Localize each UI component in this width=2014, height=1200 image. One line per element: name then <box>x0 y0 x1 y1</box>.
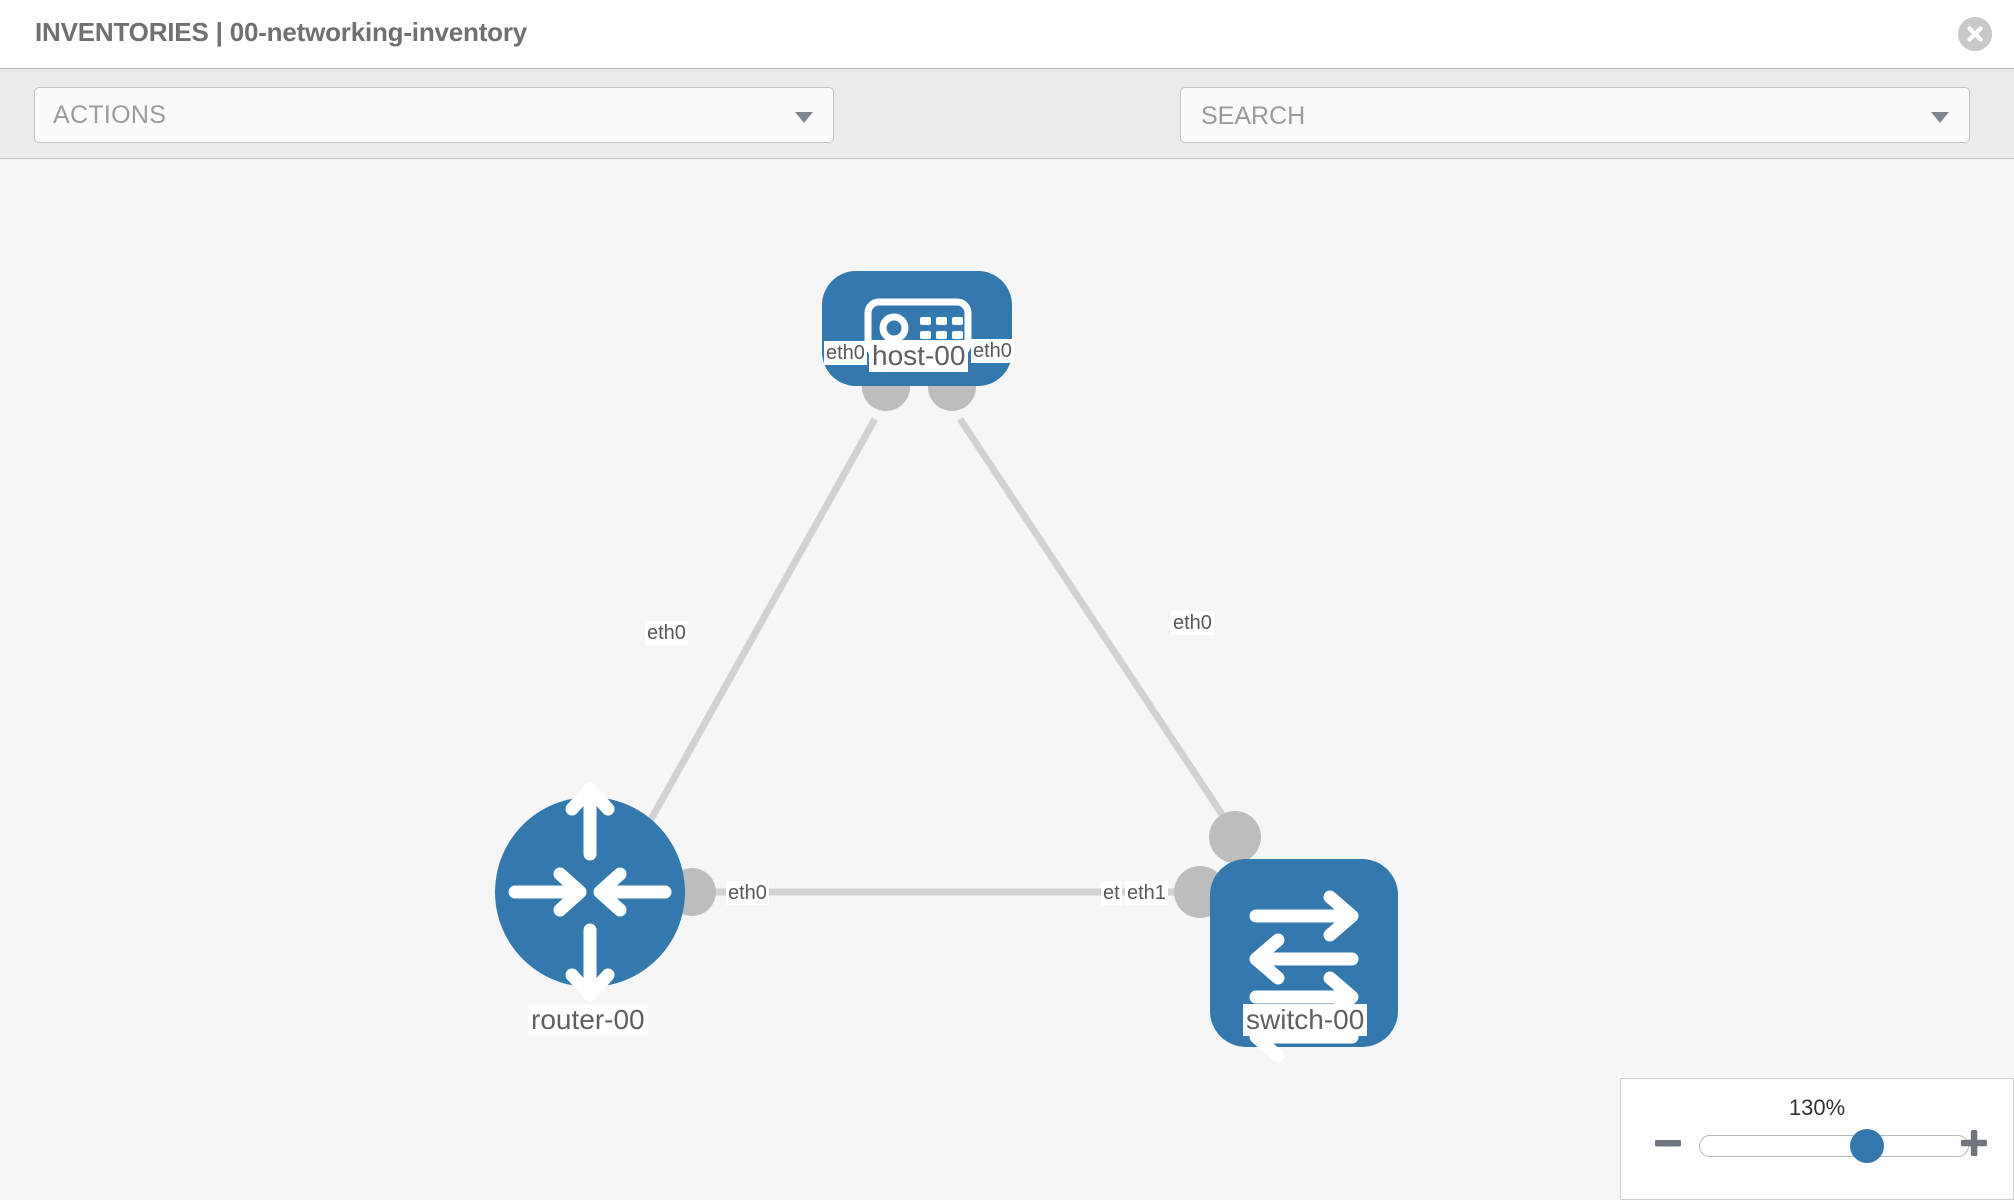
node-label-router: router-00 <box>528 1004 648 1036</box>
search-box[interactable] <box>1180 87 1970 143</box>
node-router-00[interactable] <box>495 782 685 1002</box>
connector-switch-top <box>1209 811 1261 863</box>
topology-connectors <box>668 363 1261 918</box>
iface-label: eth1 <box>1125 881 1168 905</box>
plus-icon[interactable] <box>1957 1126 1991 1160</box>
chevron-down-icon <box>795 112 813 123</box>
iface-label: eth0 <box>726 881 769 905</box>
edge-host-switch <box>957 417 1248 851</box>
toolbar: ACTIONS <box>0 69 2014 201</box>
zoom-control-panel: 130% <box>1620 1078 2014 1200</box>
router-icon <box>508 782 672 1002</box>
iface-label: eth0 <box>971 339 1014 363</box>
topology-graph <box>495 271 1398 1063</box>
node-switch-00[interactable] <box>1210 859 1398 1063</box>
search-input[interactable] <box>1199 101 1903 132</box>
chevron-down-icon[interactable] <box>1931 112 1949 123</box>
iface-label: et <box>1101 881 1122 905</box>
actions-dropdown-label: ACTIONS <box>53 101 167 129</box>
page-title: INVENTORIES | 00-networking-inventory <box>35 17 528 47</box>
topology-canvas[interactable]: eth0 eth0 eth0 eth0 eth0 et eth1 host-00… <box>0 159 2014 1200</box>
edge-router-host <box>636 417 879 841</box>
zoom-slider[interactable] <box>1699 1129 1969 1163</box>
iface-label: eth0 <box>1171 611 1214 635</box>
switch-icon <box>1249 890 1359 1063</box>
iface-label: eth0 <box>645 621 688 645</box>
minus-icon[interactable] <box>1651 1126 1685 1160</box>
page-header: INVENTORIES | 00-networking-inventory <box>0 0 2014 69</box>
server-icon-led <box>879 313 909 343</box>
server-icon-ports <box>920 317 963 339</box>
zoom-slider-thumb[interactable] <box>1850 1129 1885 1163</box>
zoom-percent-label: 130% <box>1788 1095 1846 1120</box>
node-label-host: host-00 <box>869 340 969 372</box>
actions-dropdown[interactable]: ACTIONS <box>34 87 834 143</box>
node-label-switch: switch-00 <box>1243 1004 1368 1036</box>
topology-edges <box>636 417 1250 896</box>
close-icon[interactable] <box>1958 17 1992 51</box>
iface-label: eth0 <box>824 341 867 365</box>
